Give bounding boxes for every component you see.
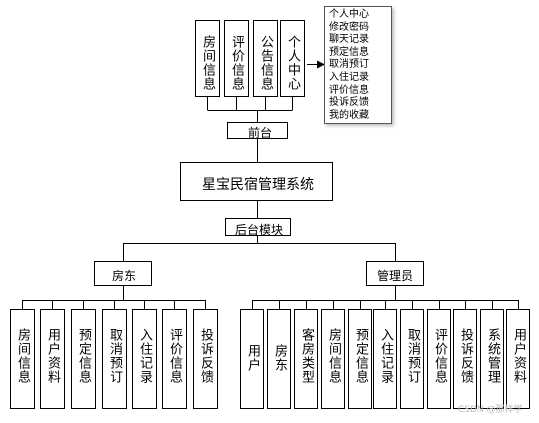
admin-module: 房间信息 xyxy=(321,309,345,409)
module-label: 房间信息 xyxy=(326,328,341,384)
admin-module: 用户资料 xyxy=(506,309,530,409)
admin-module: 取消预订 xyxy=(400,309,424,409)
personal-center-item: 入住记录 xyxy=(329,71,369,83)
admin-node: 管理员 xyxy=(366,261,424,286)
module-label: 评价信息 xyxy=(432,328,447,384)
admin-module: 投诉反馈 xyxy=(453,309,477,409)
personal-center-item: 取消预订 xyxy=(329,59,369,71)
front-module-reviews: 评价信息 xyxy=(224,20,249,97)
front-module-announcements: 公告信息 xyxy=(253,20,278,97)
module-label: 公告信息 xyxy=(258,35,273,91)
module-label: 用户 xyxy=(245,344,260,372)
personal-center-items: 个人中心 修改密码 聊天记录 预定信息 取消预订 入住记录 评价信息 投诉反馈 … xyxy=(324,6,392,124)
admin-label: 管理员 xyxy=(377,269,414,283)
admin-module: 入住记录 xyxy=(373,309,397,409)
personal-center-item: 评价信息 xyxy=(329,84,369,96)
module-label: 评价信息 xyxy=(167,328,182,384)
module-label: 个人中心 xyxy=(285,35,300,91)
module-label: 预定信息 xyxy=(76,328,91,384)
module-label: 房间信息 xyxy=(200,35,215,91)
system-node: 星宝民宿管理系统 xyxy=(180,162,333,201)
personal-center-item: 投诉反馈 xyxy=(329,97,369,109)
landlord-module: 预定信息 xyxy=(71,309,96,409)
landlord-module: 投诉反馈 xyxy=(193,309,218,409)
back-label: 后台模块 xyxy=(235,223,284,237)
module-label: 入住记录 xyxy=(137,328,152,384)
front-module-rooms: 房间信息 xyxy=(195,20,220,97)
personal-center-item: 我的收藏 xyxy=(329,109,369,121)
landlord-module: 房间信息 xyxy=(10,309,35,409)
back-node: 后台模块 xyxy=(225,218,291,237)
admin-module: 房东 xyxy=(267,309,291,409)
landlord-module: 入住记录 xyxy=(132,309,157,409)
admin-module: 系统管理 xyxy=(480,309,504,409)
module-label: 客房类型 xyxy=(299,328,314,384)
admin-module: 客房类型 xyxy=(294,309,318,409)
module-label: 用户资料 xyxy=(45,328,60,384)
personal-center-item: 个人中心 xyxy=(329,9,369,20)
landlord-module: 用户资料 xyxy=(40,309,65,409)
personal-center-item: 聊天记录 xyxy=(329,34,369,46)
module-label: 用户资料 xyxy=(511,328,526,384)
module-label: 预定信息 xyxy=(353,328,368,384)
module-label: 投诉反馈 xyxy=(198,328,213,384)
module-label: 系统管理 xyxy=(485,328,500,384)
module-label: 房间信息 xyxy=(15,328,30,384)
front-module-personal-center: 个人中心 xyxy=(280,20,305,97)
landlord-label: 房东 xyxy=(112,269,137,283)
module-label: 投诉反馈 xyxy=(458,328,473,384)
module-label: 评价信息 xyxy=(229,35,244,91)
module-label: 房东 xyxy=(272,344,287,372)
module-label: 取消预订 xyxy=(405,328,420,384)
front-node: 前台 xyxy=(227,122,288,140)
admin-module: 评价信息 xyxy=(427,309,451,409)
front-label: 前台 xyxy=(248,126,273,140)
landlord-module: 评价信息 xyxy=(162,309,187,409)
admin-module: 预定信息 xyxy=(348,309,372,409)
personal-center-item: 预定信息 xyxy=(329,46,369,58)
personal-center-item: 修改密码 xyxy=(329,21,369,33)
system-title: 星宝民宿管理系统 xyxy=(202,177,314,193)
admin-module: 用户 xyxy=(240,309,264,409)
landlord-module: 取消预订 xyxy=(102,309,127,409)
watermark: CSDN @那样学 xyxy=(458,405,523,415)
landlord-node: 房东 xyxy=(94,261,152,286)
module-label: 取消预订 xyxy=(107,328,122,384)
module-label: 入住记录 xyxy=(378,328,393,384)
